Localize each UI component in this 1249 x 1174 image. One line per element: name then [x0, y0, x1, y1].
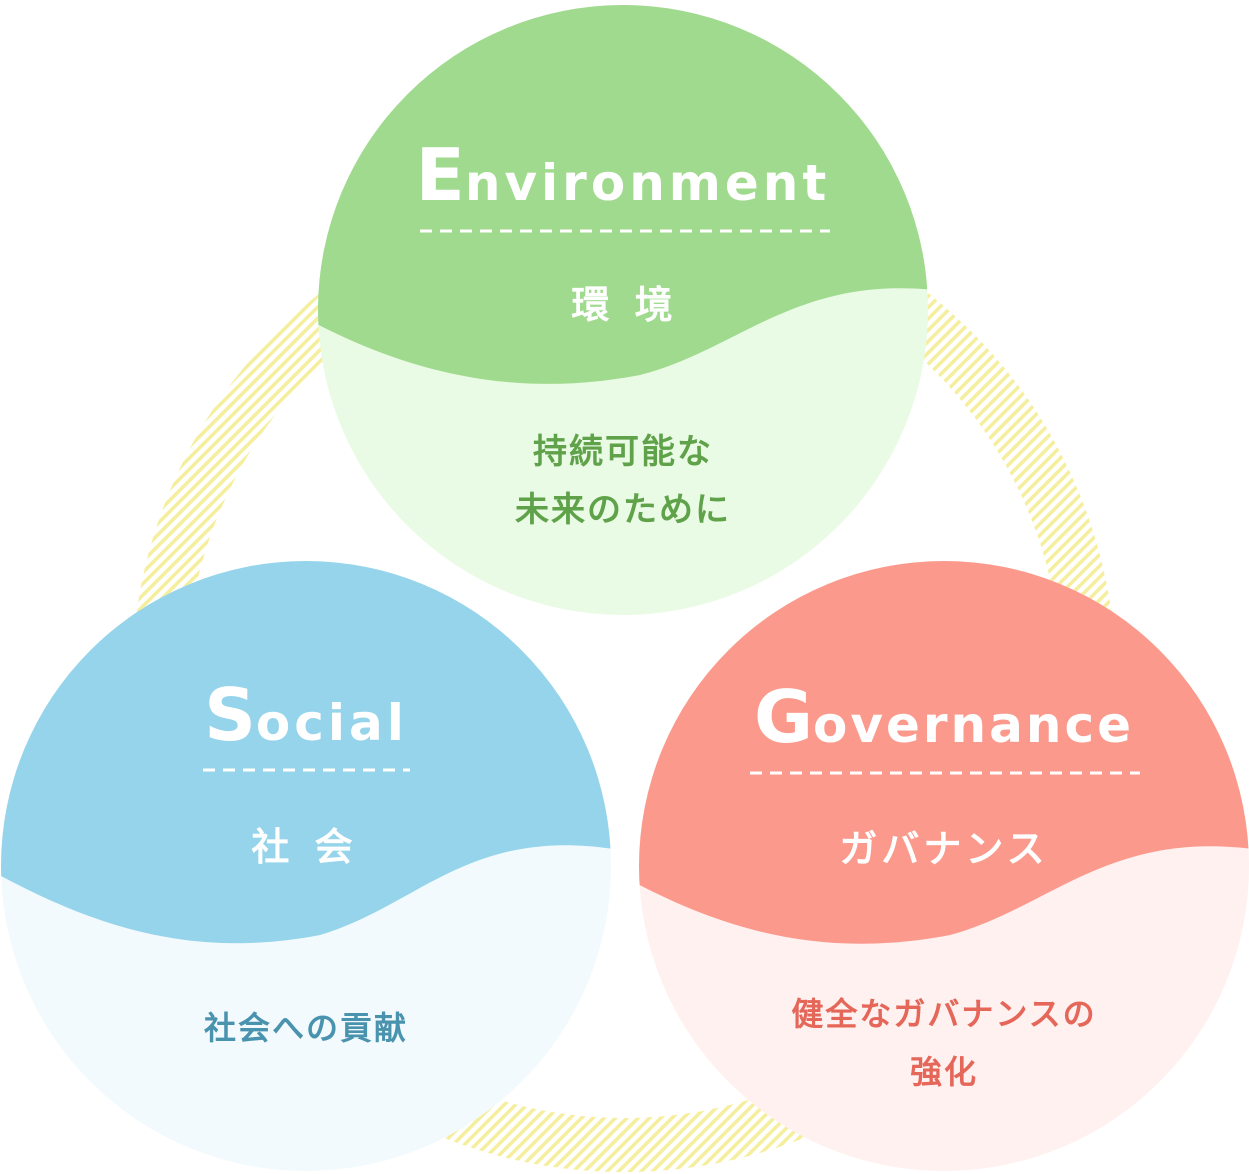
social-title: Social — [204, 673, 408, 757]
governance-title-initial: G — [754, 675, 813, 759]
social-circle: Social 社 会 社会への貢献 — [1, 561, 611, 1171]
governance-title: Governance — [754, 675, 1134, 759]
social-circle-top — [1, 561, 611, 944]
environment-desc-line2: 未来のために — [515, 490, 731, 530]
social-jp-label: 社 会 — [251, 825, 358, 869]
social-title-rest: ocial — [256, 694, 408, 752]
environment-title: Environment — [416, 133, 831, 217]
governance-circle-top — [639, 561, 1249, 944]
environment-circle: Environment 環 境 持続可能な 未来のために — [318, 5, 928, 615]
environment-circle-top — [318, 5, 928, 384]
environment-title-initial: E — [416, 133, 465, 217]
environment-title-rest: nvironment — [465, 154, 830, 212]
social-title-initial: S — [204, 673, 256, 757]
governance-desc-line2: 強化 — [910, 1053, 978, 1091]
environment-jp-label: 環 境 — [571, 283, 678, 327]
governance-circle: Governance ガバナンス 健全なガバナンスの 強化 — [639, 561, 1249, 1171]
environment-desc-line1: 持続可能な — [533, 432, 713, 472]
governance-jp-label: ガバナンス — [839, 827, 1048, 871]
social-desc-line1: 社会への貢献 — [204, 1009, 408, 1047]
governance-title-rest: overnance — [813, 696, 1134, 754]
governance-desc-line1: 健全なガバナンスの — [791, 995, 1096, 1033]
